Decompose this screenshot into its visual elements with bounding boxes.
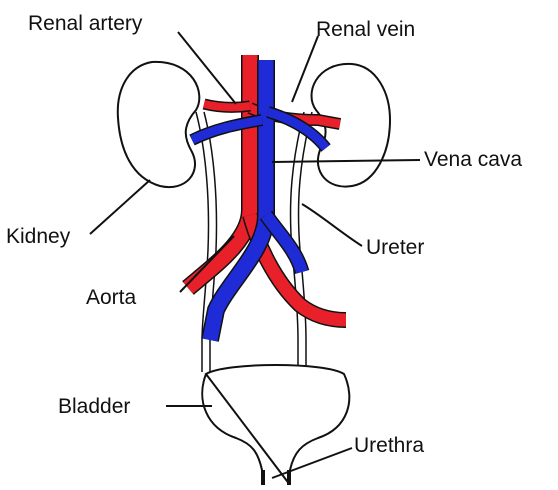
label-renal-artery: Renal artery [28, 12, 143, 35]
label-vena-cava: Vena cava [424, 148, 522, 171]
ureter-leader [302, 204, 362, 246]
label-urethra: Urethra [354, 434, 424, 457]
right-ureter [299, 112, 313, 372]
label-bladder: Bladder [58, 395, 130, 418]
label-aorta: Aorta [86, 286, 137, 309]
label-renal-vein: Renal vein [316, 18, 415, 41]
bladder [202, 365, 349, 485]
kidney-leader [90, 180, 150, 234]
renal-artery-left [204, 104, 250, 107]
label-ureter: Ureter [366, 236, 424, 259]
left-kidney [118, 62, 200, 187]
label-kidney: Kidney [6, 225, 71, 248]
